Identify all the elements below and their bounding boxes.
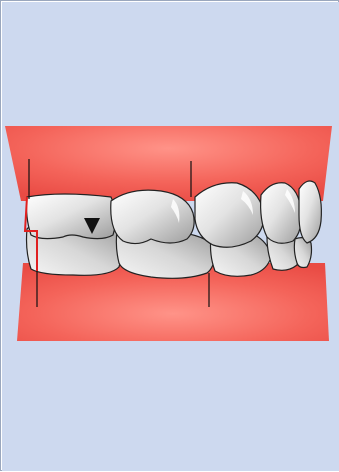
upper-canine — [299, 181, 321, 243]
upper-molar-1 — [27, 194, 116, 239]
upper-premolar-1 — [195, 183, 264, 247]
upper-molar-2 — [111, 190, 194, 243]
upper-premolar-2 — [261, 183, 302, 244]
